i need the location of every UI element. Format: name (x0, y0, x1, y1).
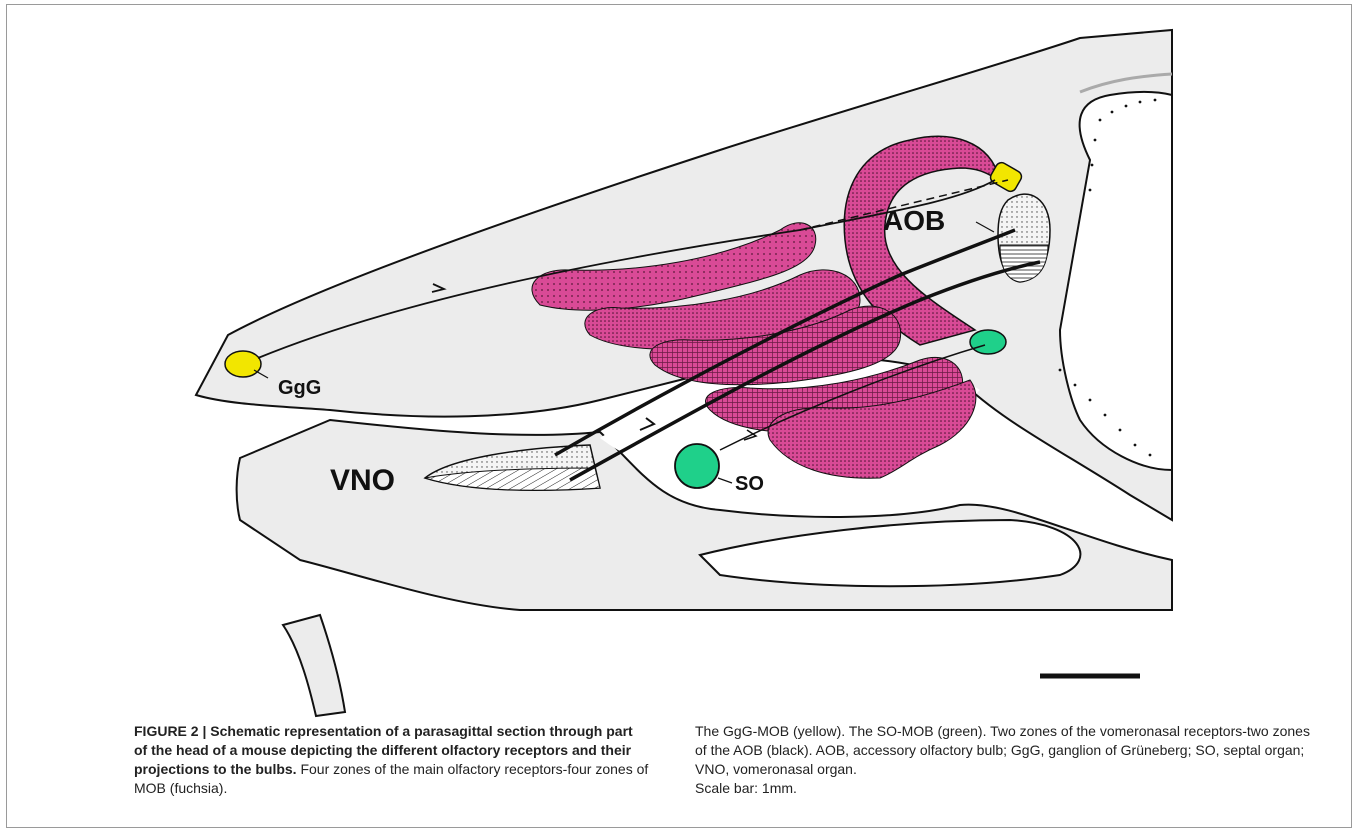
so-mob-target (970, 330, 1006, 354)
label-ggg: GgG (278, 377, 321, 399)
caption-left: FIGURE 2 | Schematic representation of a… (134, 722, 649, 798)
ggg-ganglion (225, 351, 261, 377)
label-aob: AOB (883, 205, 945, 236)
incisor-tooth (283, 615, 345, 716)
so-pointer (718, 478, 732, 483)
label-so: SO (735, 473, 764, 495)
caption-scale-text: Scale bar: 1mm. (695, 779, 1315, 798)
caption-right-text: The GgG-MOB (yellow). The SO-MOB (green)… (695, 722, 1315, 779)
caption-right: The GgG-MOB (yellow). The SO-MOB (green)… (695, 722, 1315, 798)
label-vno: VNO (330, 464, 395, 497)
mouse-head-diagram: AOB GgG VNO SO (0, 0, 1357, 720)
so-organ (675, 444, 719, 488)
